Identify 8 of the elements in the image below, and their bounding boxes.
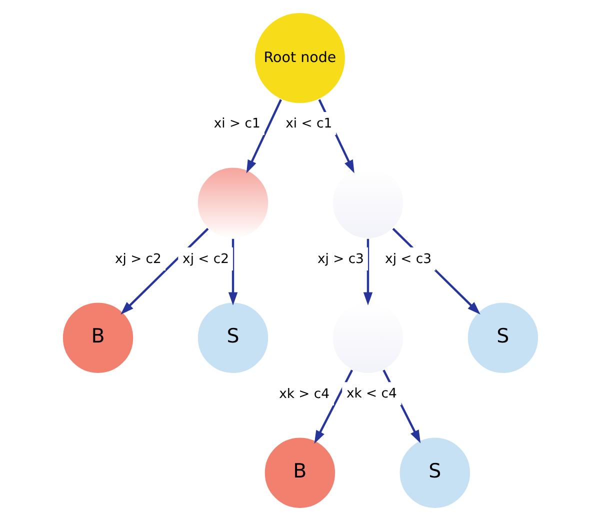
edge-label: xj < c3 <box>385 252 432 267</box>
edge-label: xj < c2 <box>182 252 229 267</box>
edge-label: xj > c3 <box>318 252 364 267</box>
edge-label: xi > c1 <box>214 116 260 132</box>
edge-label: xk > c4 <box>279 386 330 402</box>
edge-label: xj > c2 <box>114 252 162 267</box>
edge-label: xi < c1 <box>286 116 332 132</box>
edge-label: xk < c4 <box>346 386 397 402</box>
